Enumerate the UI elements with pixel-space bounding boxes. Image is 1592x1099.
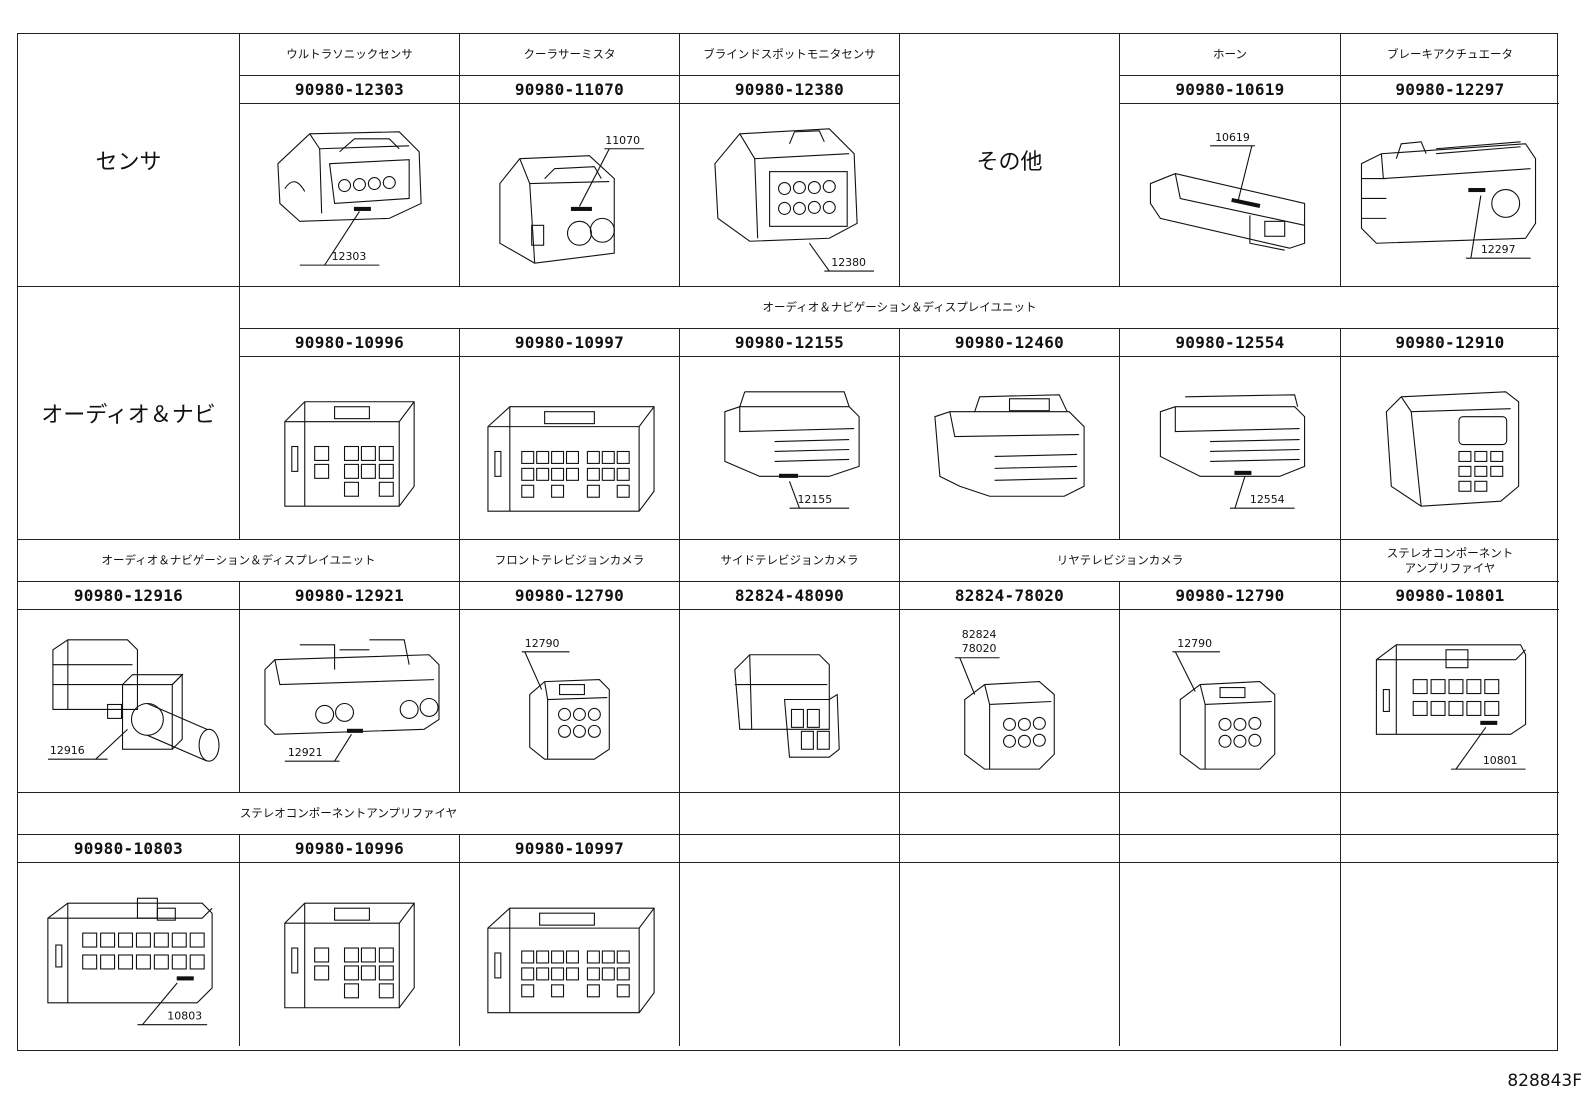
category-other: その他 — [900, 34, 1120, 287]
part-number: 90980-10619 — [1120, 76, 1341, 104]
callout-label: 11070 — [605, 134, 640, 147]
part-number: 90980-10801 — [1341, 582, 1559, 610]
callout-label: 10801 — [1483, 754, 1518, 767]
label-side-tv-camera: サイドテレビジョンカメラ — [680, 540, 900, 582]
label-stereo-amplifier: ステレオコンポーネント アンプリファイヤ — [1341, 540, 1559, 582]
connector-drawing: 11070 — [460, 104, 680, 287]
category-label: その他 — [976, 150, 1043, 175]
connector-drawing: 12790 — [460, 610, 680, 793]
part-number: 90980-12155 — [680, 329, 900, 357]
part-number: 90980-10996 — [240, 835, 460, 863]
label-front-tv-camera: フロントテレビジョンカメラ — [460, 540, 680, 582]
connector-drawing — [240, 863, 460, 1046]
empty-cell — [680, 863, 900, 1046]
part-number: 90980-10996 — [240, 329, 460, 357]
empty-cell — [1120, 863, 1341, 1046]
label-brake-actuator: ブレーキアクチュエータ — [1341, 34, 1559, 76]
label-audio-navi-display-unit: オーディオ＆ナビゲーション＆ディスプレイユニット — [18, 540, 460, 582]
label-blind-spot-sensor: ブラインドスポットモニタセンサ — [680, 34, 900, 76]
part-number: 90980-12790 — [1120, 582, 1341, 610]
part-number: 90980-12790 — [460, 582, 680, 610]
connector-drawing: 12155 — [680, 357, 900, 540]
connector-drawing: 12790 — [1120, 610, 1341, 793]
part-number: 82824-48090 — [680, 582, 900, 610]
part-number: 90980-12916 — [18, 582, 240, 610]
category-label: オーディオ＆ナビ — [41, 403, 216, 428]
callout-label: 12921 — [288, 746, 323, 759]
empty-cell — [1341, 835, 1559, 863]
category-label: センサ — [95, 150, 162, 175]
part-number: 90980-10997 — [460, 329, 680, 357]
callout-label: 78020 — [962, 642, 997, 655]
empty-cell — [1341, 793, 1559, 835]
callout-label: 12297 — [1481, 243, 1516, 256]
empty-cell — [900, 863, 1120, 1046]
callout-label: 10619 — [1215, 131, 1250, 144]
empty-cell — [900, 793, 1120, 835]
connector-drawing: 12916 — [18, 610, 240, 793]
empty-cell — [1120, 835, 1341, 863]
label-audio-navi-display-unit: オーディオ＆ナビゲーション＆ディスプレイユニット — [240, 287, 1559, 329]
part-number: 90980-11070 — [460, 76, 680, 104]
part-number: 90980-12921 — [240, 582, 460, 610]
label-cooler-thermistor: クーラサーミスタ — [460, 34, 680, 76]
callout-label: 10803 — [167, 1010, 202, 1023]
callout-label: 12790 — [525, 637, 560, 650]
connector-drawing — [1341, 357, 1559, 540]
connector-drawing: 12380 — [680, 104, 900, 287]
connector-drawing — [460, 863, 680, 1046]
part-number: 90980-12297 — [1341, 76, 1559, 104]
connector-drawing: 12554 — [1120, 357, 1341, 540]
callout-label: 82824 — [962, 628, 997, 641]
label-horn: ホーン — [1120, 34, 1341, 76]
part-number: 90980-12303 — [240, 76, 460, 104]
callout-label: 12916 — [50, 744, 85, 757]
part-number: 90980-12910 — [1341, 329, 1559, 357]
empty-cell — [900, 835, 1120, 863]
label-stereo-amplifier: ステレオコンポーネントアンプリファイヤ — [18, 793, 680, 835]
callout-label: 12380 — [831, 256, 866, 269]
category-sensor: センサ — [18, 34, 240, 287]
callout-label: 12554 — [1250, 493, 1285, 506]
connector-drawing: 12921 — [240, 610, 460, 793]
part-number: 90980-12380 — [680, 76, 900, 104]
connector-drawing — [460, 357, 680, 540]
connector-drawing: 10801 — [1341, 610, 1559, 793]
part-number: 90980-10803 — [18, 835, 240, 863]
callout-label: 12155 — [797, 493, 832, 506]
connector-drawing — [680, 610, 900, 793]
callout-label: 12303 — [332, 250, 367, 263]
empty-cell — [1341, 863, 1559, 1046]
part-number: 90980-12460 — [900, 329, 1120, 357]
connector-drawing: 10803 — [18, 863, 240, 1046]
part-number: 82824-78020 — [900, 582, 1120, 610]
figure-id: 828843F — [1507, 1071, 1582, 1091]
connector-drawing — [900, 357, 1120, 540]
connector-drawing: 82824 78020 — [900, 610, 1120, 793]
label-rear-tv-camera: リヤテレビジョンカメラ — [900, 540, 1341, 582]
empty-cell — [680, 835, 900, 863]
category-audio-navi: オーディオ＆ナビ — [18, 287, 240, 540]
part-number: 90980-12554 — [1120, 329, 1341, 357]
connector-drawing: 12297 — [1341, 104, 1559, 287]
empty-cell — [1120, 793, 1341, 835]
connector-drawing: 10619 — [1120, 104, 1341, 287]
empty-cell — [680, 793, 900, 835]
connector-drawing — [240, 357, 460, 540]
connector-table: センサ ウルトラソニックセンサ クーラサーミスタ ブラインドスポットモニタセンサ… — [17, 33, 1559, 1051]
connector-drawing: 12303 — [240, 104, 460, 287]
callout-label: 12790 — [1177, 637, 1212, 650]
label-ultrasonic-sensor: ウルトラソニックセンサ — [240, 34, 460, 76]
part-number: 90980-10997 — [460, 835, 680, 863]
